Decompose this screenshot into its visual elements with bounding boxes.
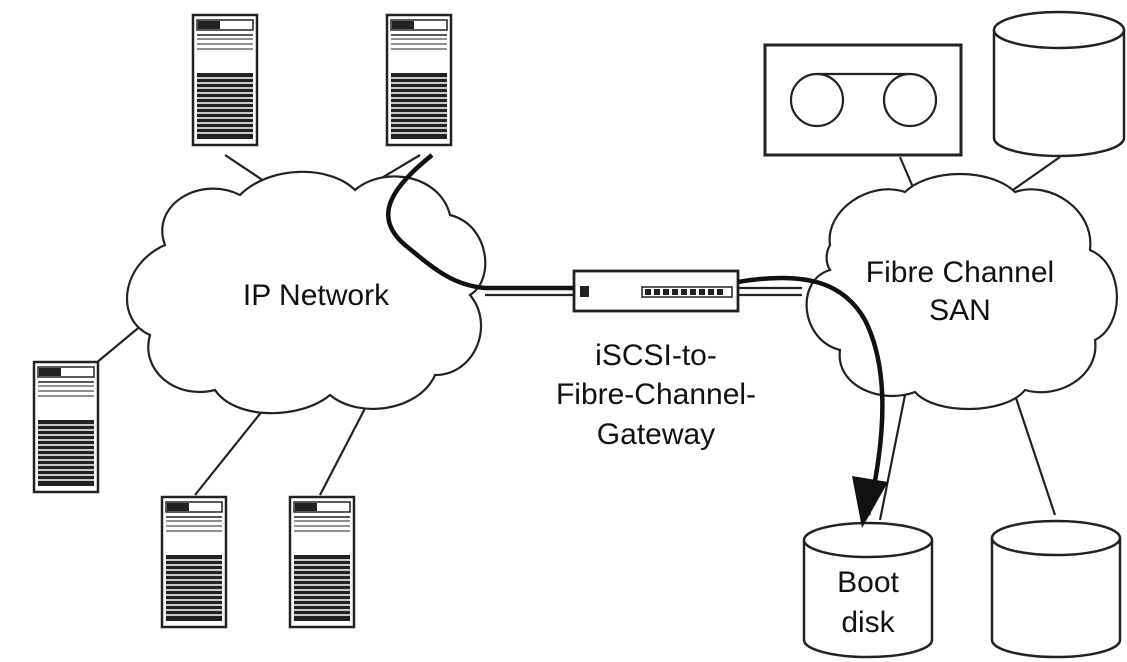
fibre-channel-san-cloud: [805, 172, 1118, 411]
tape-drive-icon: [763, 43, 963, 157]
gateway-label-line3: Gateway: [597, 418, 715, 451]
boot-disk-icon: [802, 521, 934, 659]
server-bottom-right: [288, 495, 356, 629]
gateway-label-line1: iSCSI-to-: [595, 339, 717, 372]
connection-lines: [89, 154, 1061, 521]
gateway-device-icon: [572, 269, 740, 313]
gateway-label-line2: Fibre-Channel-: [556, 378, 756, 411]
server-left: [32, 360, 100, 494]
server-top-right: [385, 13, 453, 147]
server-bottom-left: [160, 495, 228, 629]
ip-network-label: IP Network: [243, 279, 390, 312]
arrowhead-icon: [852, 476, 888, 528]
boot-disk-label-line1: Boot: [837, 566, 899, 599]
san-label-line2: SAN: [929, 294, 991, 327]
disk-bottom-right-icon: [990, 519, 1122, 659]
boot-disk-label-line2: disk: [841, 606, 895, 639]
server-top-left: [191, 13, 259, 147]
data-path-line: [385, 153, 885, 516]
san-label-line1: Fibre Channel: [866, 256, 1054, 289]
disk-top-right-icon: [992, 10, 1126, 158]
